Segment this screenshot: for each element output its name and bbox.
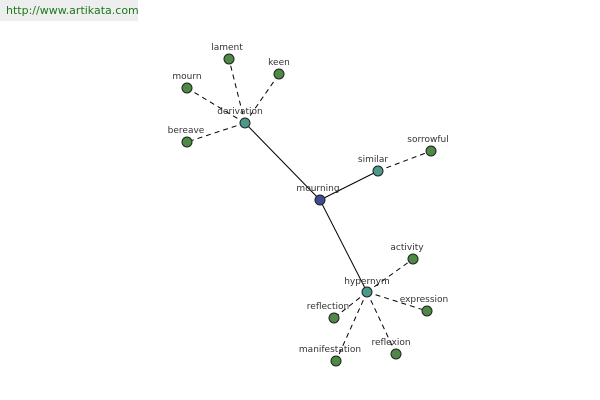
edge-hypernym-activity (366, 258, 414, 293)
node-label-manifestation: manifestation (299, 345, 361, 355)
node-sorrowful[interactable]: sorrowful (407, 135, 449, 157)
node-marker-mourn[interactable] (181, 82, 193, 94)
node-marker-activity[interactable] (407, 253, 419, 265)
node-marker-expression[interactable] (421, 305, 433, 317)
node-reflection[interactable]: reflection (307, 302, 349, 324)
edge-mourning-derivation (244, 122, 321, 201)
node-marker-derivation[interactable] (239, 117, 251, 129)
node-label-reflexion: reflexion (371, 338, 410, 348)
node-lament[interactable]: lament (211, 43, 243, 65)
node-marker-manifestation[interactable] (330, 355, 342, 367)
node-expression[interactable]: expression (400, 295, 449, 317)
edge-mourning-hypernym (319, 199, 368, 293)
node-label-sorrowful: sorrowful (407, 135, 448, 145)
node-similar[interactable]: similar (358, 155, 388, 177)
site-url-banner[interactable]: http://www.artikata.com (0, 0, 138, 21)
edge-similar-sorrowful (377, 150, 432, 172)
node-mourn[interactable]: mourn (172, 72, 202, 94)
node-label-reflection: reflection (307, 302, 349, 312)
edge-derivation-lament (228, 58, 246, 124)
node-label-mourning: mourning (296, 184, 339, 194)
node-hypernym[interactable]: hypernym (344, 277, 390, 298)
node-marker-similar[interactable] (372, 165, 384, 177)
node-label-expression: expression (400, 295, 449, 305)
node-label-hypernym: hypernym (344, 277, 390, 287)
edge-derivation-bereave (186, 122, 246, 143)
node-activity[interactable]: activity (390, 243, 424, 265)
node-manifestation[interactable]: manifestation (299, 345, 361, 367)
nodes-layer: mourning derivation similar hypernym lament k… (168, 43, 449, 367)
node-label-lament: lament (211, 43, 243, 53)
node-marker-mourning[interactable] (314, 194, 326, 206)
edge-derivation-mourn (186, 87, 246, 124)
node-bereave[interactable]: bereave (168, 126, 205, 148)
node-marker-bereave[interactable] (181, 136, 193, 148)
node-label-derivation: derivation (217, 107, 263, 117)
node-label-mourn: mourn (172, 72, 201, 82)
node-marker-lament[interactable] (223, 53, 235, 65)
node-label-activity: activity (390, 243, 424, 253)
edge-hypernym-manifestation (335, 291, 368, 362)
node-marker-reflection[interactable] (328, 312, 340, 324)
node-mourning[interactable]: mourning (296, 184, 340, 206)
node-keen[interactable]: keen (268, 58, 290, 80)
node-marker-reflexion[interactable] (390, 348, 402, 360)
node-reflexion[interactable]: reflexion (371, 338, 411, 360)
node-label-bereave: bereave (168, 126, 205, 136)
edge-mourning-similar (319, 170, 379, 201)
edge-hypernym-expression (366, 291, 428, 312)
node-derivation[interactable]: derivation (217, 107, 263, 129)
edge-hypernym-reflection (333, 291, 368, 319)
edge-hypernym-reflexion (366, 291, 397, 355)
node-marker-hypernym[interactable] (361, 286, 373, 298)
node-label-similar: similar (358, 155, 388, 165)
edges-layer (186, 58, 432, 362)
node-label-keen: keen (268, 58, 290, 68)
edge-derivation-keen (244, 73, 280, 124)
node-marker-keen[interactable] (273, 68, 285, 80)
node-marker-sorrowful[interactable] (425, 145, 437, 157)
